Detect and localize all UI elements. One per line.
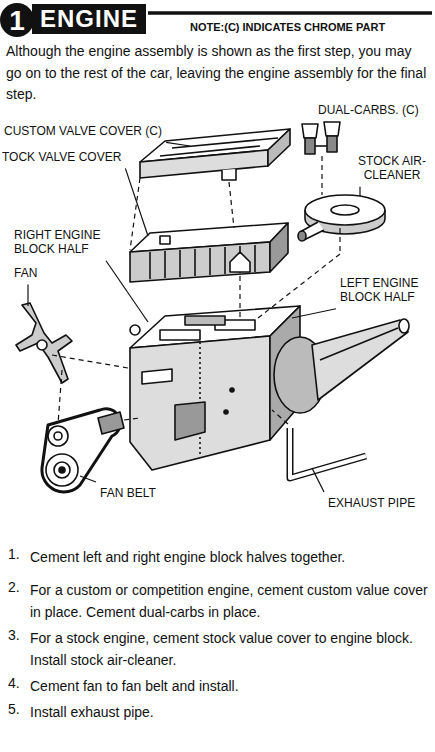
step-number: 2. [8, 579, 20, 596]
part-label: TOCK VALVE COVER [2, 150, 121, 164]
custom-valve-cover [140, 129, 290, 180]
transmission [274, 319, 409, 413]
leader-line [325, 121, 326, 123]
part-label: CUSTOM VALVE COVER (C) [4, 124, 162, 138]
header-rule [148, 11, 432, 15]
leader-line [166, 142, 190, 146]
leader-line [27, 284, 28, 306]
stock-valve-cover [130, 223, 288, 282]
part-label: RIGHT ENGINE BLOCK HALF [14, 228, 102, 257]
stock-air-cleaner [298, 195, 385, 241]
leader-line [312, 468, 324, 492]
step-number: 4. [8, 675, 20, 692]
part-label: DUAL-CARBS. (C) [318, 103, 419, 117]
part-label: LEFT ENGINE BLOCK HALF [340, 276, 420, 305]
step-number: 5. [8, 701, 20, 718]
step-number: 3. [8, 627, 20, 644]
leader-line [292, 309, 336, 318]
part-label: FAN BELT [100, 486, 156, 500]
part-label: FAN [14, 266, 37, 280]
step-text: Cement left and right engine block halve… [30, 546, 430, 568]
step-number: 1. [8, 546, 20, 563]
step-text: For a stock engine, cement stock value c… [30, 627, 430, 672]
exhaust-pipe [290, 428, 366, 478]
title-band: ENGINE [32, 4, 146, 34]
note: NOTE:(C) INDICATES CHROME PART [190, 21, 385, 34]
leader-line [80, 476, 96, 482]
step-text: Cement fan to fan belt and install. [30, 675, 430, 697]
leader-line [125, 168, 148, 236]
engine-block [130, 306, 300, 470]
assembly-lines [52, 156, 340, 424]
fan [16, 303, 72, 383]
leader-line [359, 187, 360, 196]
intro-text: Although the engine assembly is shown as… [6, 41, 430, 106]
part-label: STOCK AIR-CLEANER [352, 154, 432, 183]
step-text: For a custom or competition engine, ceme… [30, 579, 430, 624]
step-text: Install exhaust pipe. [30, 701, 430, 723]
fan-belt [42, 409, 124, 492]
step-badge [0, 3, 34, 37]
step-number: 1 [3, 4, 31, 38]
part-label: EXHAUST PIPE [328, 496, 415, 510]
dual-carbs [302, 122, 340, 154]
leader-line [106, 261, 148, 322]
